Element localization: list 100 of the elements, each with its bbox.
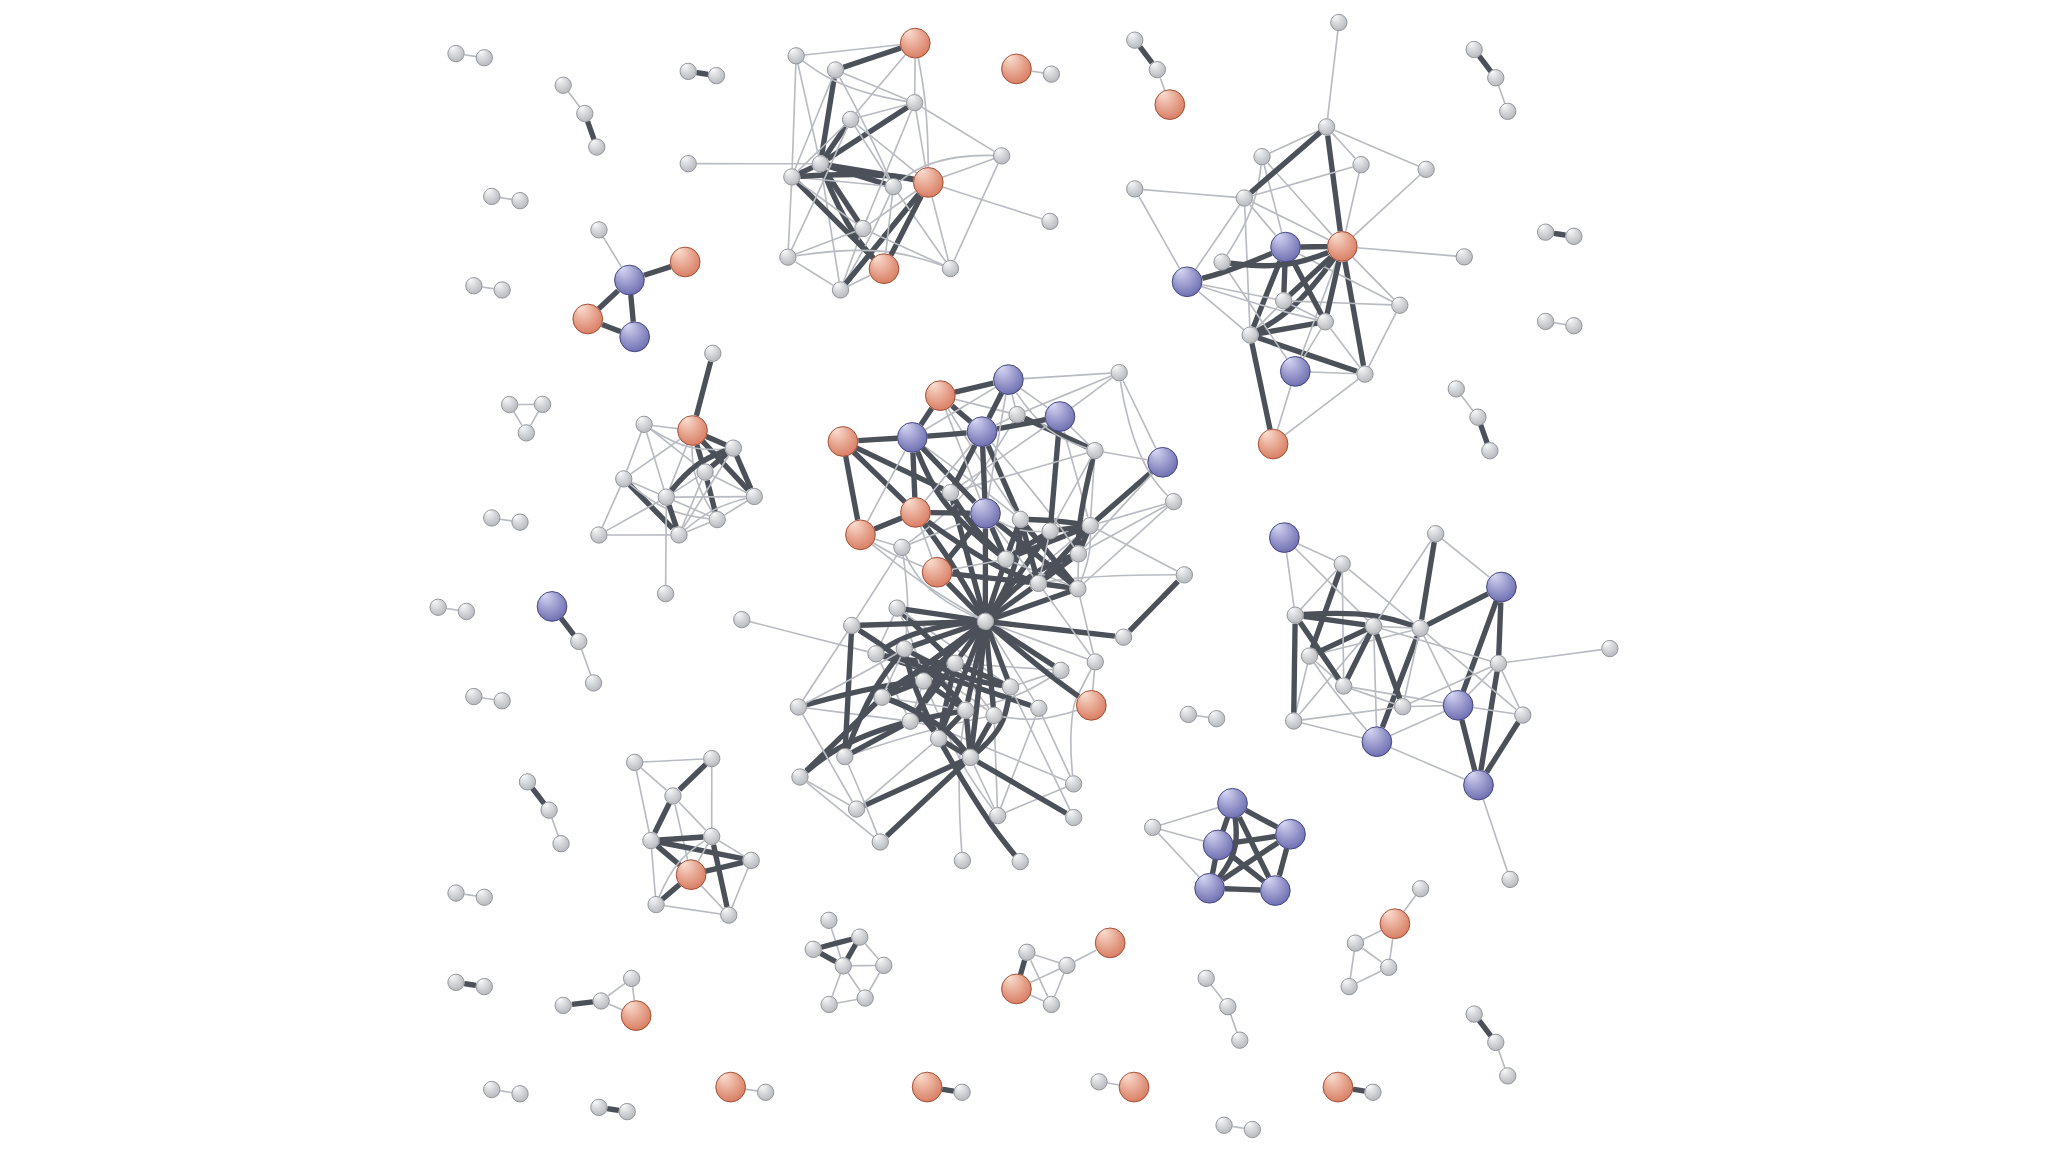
node-circle bbox=[1317, 118, 1336, 136]
connector bbox=[606, 534, 672, 536]
node-circle bbox=[447, 884, 465, 902]
connector bbox=[915, 450, 1001, 557]
connector bbox=[843, 192, 921, 286]
node-circle bbox=[912, 167, 944, 198]
node-circle bbox=[715, 1071, 746, 1103]
connector bbox=[1012, 561, 1071, 587]
connector bbox=[1374, 633, 1403, 700]
node-circle bbox=[1076, 690, 1107, 721]
node-circle bbox=[1447, 380, 1465, 398]
node-circle bbox=[1030, 699, 1048, 717]
connector bbox=[869, 190, 917, 225]
node-circle bbox=[893, 538, 911, 556]
connector bbox=[744, 1088, 759, 1092]
node-circle bbox=[1300, 647, 1319, 665]
connector bbox=[1324, 260, 1342, 315]
connector bbox=[862, 743, 933, 805]
connector bbox=[1423, 635, 1453, 693]
node-circle bbox=[1029, 574, 1048, 592]
connector bbox=[1083, 506, 1168, 584]
node-circle bbox=[1427, 525, 1445, 543]
node-circle bbox=[1340, 977, 1358, 996]
connector bbox=[1403, 894, 1417, 913]
connector bbox=[843, 455, 861, 521]
connector bbox=[1011, 393, 1016, 408]
connector bbox=[1403, 635, 1420, 700]
connector bbox=[678, 801, 707, 832]
connector bbox=[1390, 746, 1466, 781]
connector bbox=[1020, 526, 1039, 576]
connector bbox=[718, 840, 745, 857]
connector bbox=[1015, 391, 1088, 449]
node-circle bbox=[465, 277, 483, 295]
connector bbox=[1013, 526, 1084, 559]
connector bbox=[903, 656, 937, 732]
connector bbox=[1159, 828, 1205, 842]
connector bbox=[630, 481, 660, 495]
node-circle bbox=[1361, 726, 1393, 757]
connector bbox=[1313, 662, 1368, 732]
connector bbox=[1284, 378, 1360, 436]
connector bbox=[847, 763, 879, 836]
connector bbox=[642, 758, 705, 763]
connector bbox=[1379, 635, 1420, 729]
node-circle bbox=[847, 800, 866, 818]
connector bbox=[930, 509, 970, 516]
node-circle bbox=[1144, 818, 1162, 836]
connector bbox=[1085, 504, 1167, 551]
connector bbox=[1122, 379, 1157, 450]
connector bbox=[987, 393, 1007, 500]
connector bbox=[1200, 285, 1318, 321]
node-circle bbox=[1148, 61, 1166, 79]
connector bbox=[1142, 188, 1237, 199]
node-circle bbox=[875, 956, 893, 974]
connector bbox=[790, 126, 848, 251]
connector bbox=[787, 184, 793, 250]
node-circle bbox=[941, 484, 960, 502]
connector bbox=[871, 543, 979, 619]
connector bbox=[1329, 327, 1361, 369]
node-circle bbox=[1455, 248, 1473, 266]
connector bbox=[1467, 668, 1494, 696]
connector bbox=[1257, 335, 1358, 374]
connector bbox=[1217, 817, 1239, 879]
node-circle bbox=[831, 281, 850, 299]
node-circle bbox=[493, 692, 511, 710]
connector bbox=[530, 786, 547, 806]
connector bbox=[1023, 415, 1089, 450]
node-circle bbox=[457, 602, 476, 621]
connector bbox=[806, 780, 850, 806]
connector bbox=[1159, 806, 1219, 826]
connector bbox=[652, 802, 672, 834]
connector bbox=[1298, 632, 1369, 715]
node-circle bbox=[635, 415, 653, 433]
connector bbox=[1477, 54, 1493, 73]
connector bbox=[1381, 625, 1413, 629]
connector bbox=[1198, 290, 1245, 331]
connector bbox=[980, 446, 988, 499]
connector bbox=[884, 761, 966, 838]
node-circle bbox=[1011, 510, 1030, 528]
connector bbox=[868, 972, 881, 992]
connector bbox=[1309, 371, 1358, 375]
connector bbox=[704, 479, 718, 513]
connector bbox=[1029, 968, 1061, 984]
connector bbox=[838, 76, 891, 180]
node-circle bbox=[584, 674, 603, 692]
node-circle bbox=[1316, 313, 1334, 331]
connector bbox=[695, 162, 813, 165]
connector bbox=[1291, 623, 1298, 713]
connector bbox=[567, 91, 581, 108]
node-circle bbox=[720, 906, 738, 924]
connector bbox=[1251, 166, 1354, 197]
connector bbox=[1243, 205, 1251, 328]
connector bbox=[625, 431, 643, 472]
connector bbox=[800, 171, 914, 182]
connector bbox=[693, 360, 714, 417]
node-circle bbox=[1489, 654, 1508, 673]
connector bbox=[999, 715, 1037, 809]
node-circle bbox=[783, 168, 801, 186]
node-circle bbox=[707, 67, 726, 85]
connector bbox=[1351, 688, 1396, 705]
node-circle bbox=[1346, 934, 1365, 952]
